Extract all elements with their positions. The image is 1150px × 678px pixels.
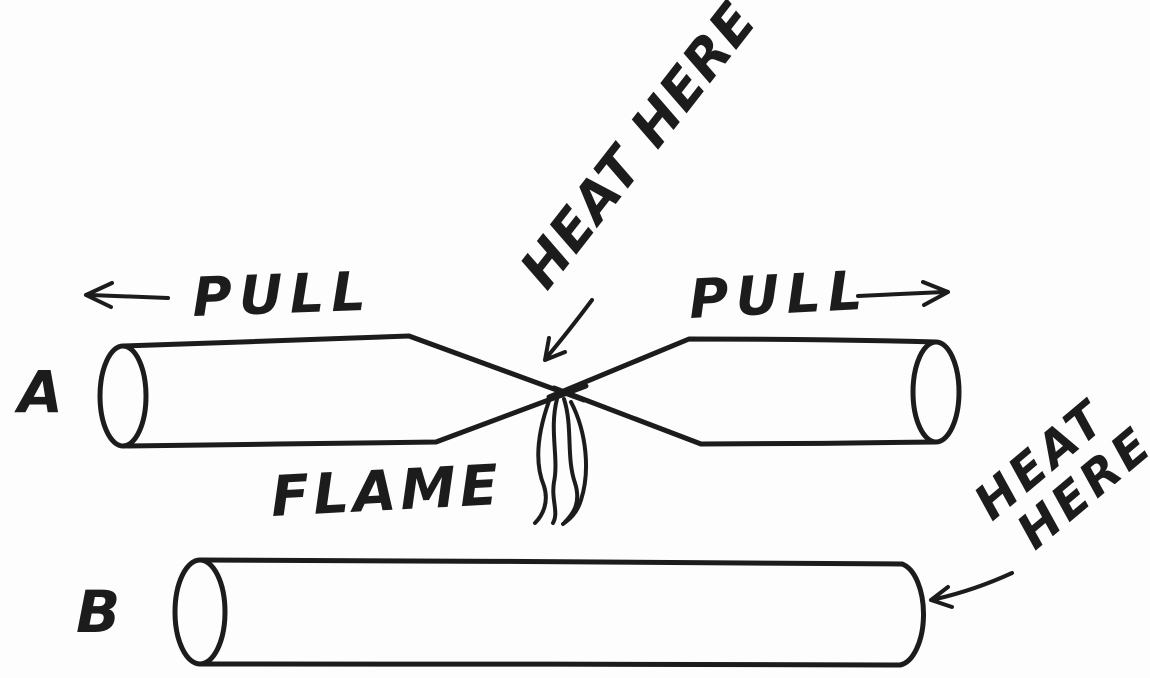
- tube-a-right-bottom-edge: [551, 385, 939, 447]
- heat-here-right-label-group: HEAT HERE: [964, 389, 1150, 560]
- tube-a-right-end-cap: [910, 339, 962, 445]
- tube-a-left-end-cap: [97, 343, 149, 449]
- heat-here-top-arrow-shaft: [545, 298, 594, 359]
- tube-b-right-end-cap: [897, 561, 927, 668]
- flame-label: FLAME: [269, 453, 503, 530]
- heat-here-right-arrow-shaft: [934, 571, 1014, 601]
- tube-a-right-top-edge: [546, 336, 939, 400]
- flame-icon: [533, 397, 589, 526]
- flame-stroke-2: [551, 397, 559, 525]
- tube-a-left-bottom-edge: [120, 383, 589, 449]
- heat-here-top-arrow-icon: [543, 298, 594, 362]
- pull-right-arrow-icon: [856, 280, 950, 307]
- heat-here-right-arrow-icon: [929, 571, 1014, 609]
- pull-left-arrow-icon: [84, 281, 170, 309]
- pull-left-arrow-head: [84, 281, 114, 309]
- flame-stroke-1: [533, 399, 551, 525]
- heat-here-top-label: HEAT HERE: [508, 0, 769, 300]
- tube-b-bottom-edge: [197, 661, 903, 668]
- tube-b: [172, 557, 927, 668]
- figure-b-label: B: [76, 578, 120, 646]
- tube-a: [97, 333, 962, 449]
- pull-right-arrow-head: [921, 280, 950, 307]
- flame-stroke-3: [562, 397, 580, 524]
- pull-left-label: PULL: [191, 260, 373, 329]
- flame-stroke-4: [561, 400, 589, 526]
- figure-a-label: A: [14, 358, 63, 426]
- heat-here-top-arrow-head: [543, 336, 567, 362]
- pull-left-arrow-shaft: [88, 293, 170, 300]
- tube-b-left-end-cap: [172, 557, 228, 667]
- pull-right-label: PULL: [687, 259, 870, 331]
- tube-a-left-top-edge: [120, 333, 587, 403]
- tube-b-top-edge: [197, 557, 905, 567]
- pull-right-arrow-shaft: [856, 290, 946, 298]
- heat-here-right-arrow-head: [929, 585, 954, 609]
- figure-b: B HEAT HERE: [76, 389, 1150, 668]
- figure-a: A PULL PULL HEAT HERE: [14, 0, 962, 530]
